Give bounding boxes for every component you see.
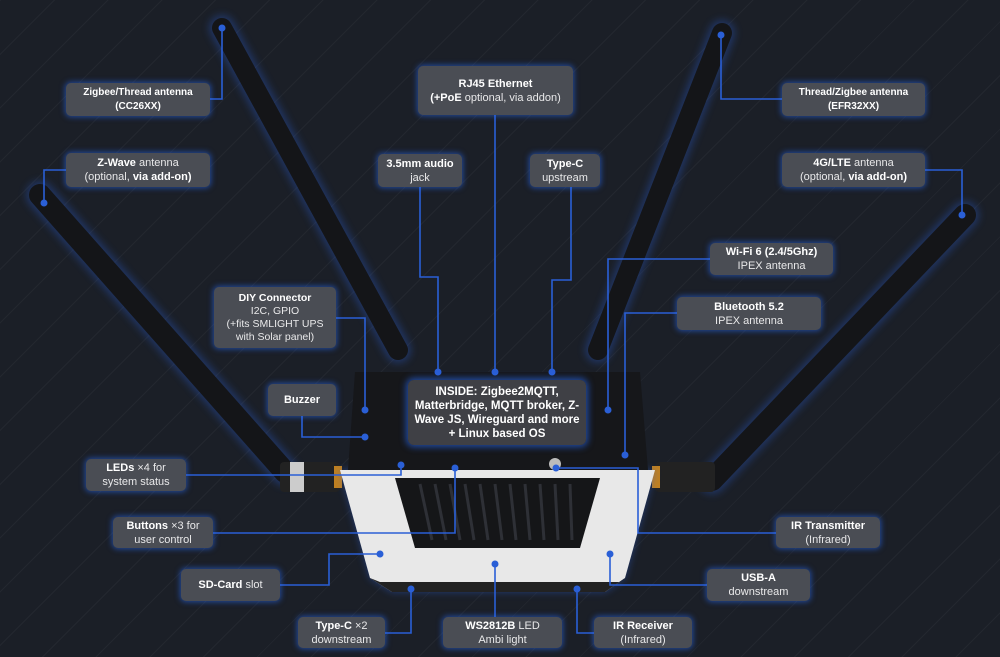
label-title: Type-C	[546, 157, 584, 170]
label-text: ×3 for	[168, 519, 200, 532]
label-subtitle: IPEX antenna	[715, 314, 783, 327]
label-subtitle: (CC26XX)	[115, 100, 161, 112]
label-text: (optional,	[800, 171, 849, 183]
label-zwave-antenna: Z-Wave antenna (optional, via add-on)	[66, 153, 210, 187]
label-zigbee-thread-antenna: Zigbee/Thread antenna (CC26XX)	[66, 83, 210, 116]
label-title: DIY Connector	[238, 291, 312, 304]
label-title: Buttons	[126, 519, 169, 532]
label-usb-a: USB-A downstream	[707, 569, 810, 601]
label-text: (optional,	[84, 171, 133, 183]
label-ir-receiver: IR Receiver (Infrared)	[594, 617, 692, 648]
label-subtitle: upstream	[542, 171, 588, 184]
label-title: 3.5mm audio	[386, 157, 454, 170]
label-title: Z-Wave	[97, 157, 136, 169]
label-text: ×4 for	[134, 462, 166, 474]
antennas	[26, 15, 979, 494]
label-title: RJ45 Ethernet	[458, 77, 533, 90]
label-text: antenna	[135, 157, 179, 169]
antenna-connectors	[280, 462, 715, 492]
label-title: USB-A	[741, 572, 776, 584]
label-bluetooth: Bluetooth 5.2 IPEX antenna	[677, 297, 821, 330]
label-text: antenna	[850, 157, 894, 169]
label-subtitle: downstream	[311, 633, 372, 646]
label-subtitle: (Infrared)	[620, 633, 666, 646]
label-text: ×2	[351, 619, 368, 632]
label-buttons: Buttons ×3 for user control	[113, 517, 213, 548]
inside-software-box: INSIDE: Zigbee2MQTT, Matterbridge, MQTT …	[408, 380, 586, 445]
label-title: WS2812B	[465, 619, 516, 632]
label-subtitle: (EFR32XX)	[827, 100, 880, 112]
label-subtitle: with Solar panel)	[235, 330, 315, 343]
label-text-bold: (+PoE	[430, 91, 462, 104]
label-leds: LEDs ×4 for system status	[86, 459, 186, 491]
label-title: Zigbee/Thread antenna	[83, 86, 193, 98]
label-diy-connector: DIY Connector I2C, GPIO (+fits SMLIGHT U…	[214, 287, 336, 348]
label-subtitle: (Infrared)	[805, 533, 851, 546]
label-lte-antenna: 4G/LTE antenna (optional, via add-on)	[782, 153, 925, 187]
label-title: IR Transmitter	[791, 519, 865, 532]
label-thread-zigbee-antenna: Thread/Zigbee antenna (EFR32XX)	[782, 83, 925, 116]
label-typec-downstream: Type-C ×2 downstream	[298, 617, 385, 648]
anchor-dots	[40, 24, 966, 593]
label-text-bold: via add-on)	[848, 171, 907, 183]
label-subtitle: system status	[102, 476, 170, 488]
label-title: Wi-Fi 6 (2.4/5Ghz)	[725, 246, 818, 258]
label-subtitle: (+fits SMLIGHT UPS	[226, 317, 324, 330]
label-title: Type-C	[315, 619, 352, 632]
label-text: LED	[515, 619, 540, 632]
label-text: optional, via addon)	[461, 91, 561, 104]
label-rj45-ethernet: RJ45 Ethernet (+PoE optional, via addon)	[418, 66, 573, 115]
label-ir-transmitter: IR Transmitter (Infrared)	[776, 517, 880, 548]
label-title: Bluetooth 5.2	[714, 300, 784, 313]
label-buzzer: Buzzer	[268, 384, 336, 416]
label-text-bold: via add-on)	[132, 171, 192, 183]
label-typec-upstream: Type-C upstream	[530, 154, 600, 187]
label-title: Thread/Zigbee antenna	[798, 86, 909, 98]
label-title: SD-Card	[198, 579, 243, 591]
label-title: 4G/LTE	[813, 157, 851, 169]
label-text: slot	[242, 579, 263, 591]
label-sd-card: SD-Card slot	[181, 569, 280, 601]
label-wifi6: Wi-Fi 6 (2.4/5Ghz) IPEX antenna	[710, 243, 833, 275]
label-title: Buzzer	[283, 394, 321, 406]
label-subtitle: Ambi light	[478, 633, 527, 646]
label-subtitle: downstream	[728, 586, 789, 598]
label-subtitle: IPEX antenna	[737, 260, 806, 272]
label-title: LEDs	[106, 462, 135, 474]
label-title: IR Receiver	[613, 619, 673, 632]
label-audio-jack: 3.5mm audio jack	[378, 154, 462, 187]
label-subtitle: user control	[134, 533, 192, 546]
label-ws2812b: WS2812B LED Ambi light	[443, 617, 562, 648]
label-subtitle: I2C, GPIO	[250, 304, 300, 317]
label-subtitle: jack	[410, 171, 430, 184]
